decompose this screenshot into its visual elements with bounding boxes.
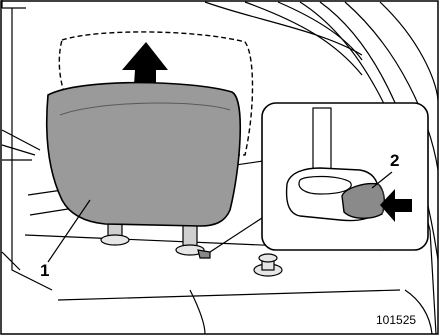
figure-code: 101525 xyxy=(376,313,416,327)
seat-anchor-stud xyxy=(253,253,283,277)
zoom-connector xyxy=(209,217,263,253)
release-button xyxy=(341,182,386,219)
leader-line-1 xyxy=(47,199,91,263)
callout-label-2: 2 xyxy=(390,151,399,170)
up-arrow-icon xyxy=(122,42,168,100)
leader-line-2 xyxy=(371,171,393,189)
headrest xyxy=(45,81,242,227)
push-arrow-icon xyxy=(380,189,412,222)
zoom-inset xyxy=(261,102,429,251)
callout-label-1: 1 xyxy=(40,261,49,280)
